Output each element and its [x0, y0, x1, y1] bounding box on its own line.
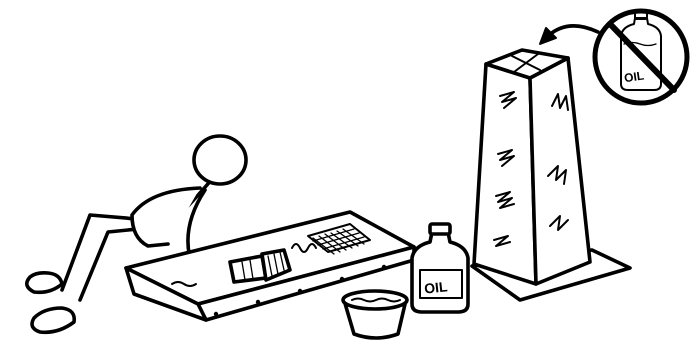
no-oil-prohibition-icon: OIL	[595, 11, 687, 103]
figure-foot-back	[27, 273, 62, 293]
column-left-face	[474, 64, 536, 284]
plate-hole	[340, 277, 344, 281]
column-right-face	[530, 58, 590, 284]
figure-foot-front	[32, 308, 74, 332]
figure-head	[194, 136, 246, 184]
plate-hole	[214, 312, 218, 316]
curved-arrow-icon	[540, 26, 598, 44]
brush-ferrule	[230, 256, 266, 282]
bucket	[343, 291, 407, 338]
oil-bottle: OIL	[412, 224, 468, 312]
oil-bottle-label: OIL	[423, 278, 448, 296]
plate-hole	[298, 289, 302, 293]
prohibited-oil-bottle-label: OIL	[623, 69, 645, 86]
plate-hole	[382, 265, 386, 269]
oil-bottle-cap	[430, 224, 450, 234]
plate-hole	[256, 300, 260, 304]
